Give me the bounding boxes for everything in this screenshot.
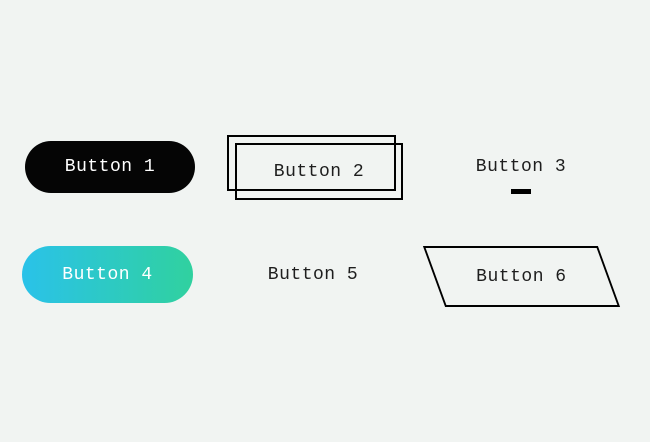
button-3-dash-underline bbox=[511, 189, 531, 194]
button-5[interactable]: Button 5 bbox=[268, 263, 358, 287]
button-6-label: Button 6 bbox=[476, 266, 567, 287]
button-2[interactable]: Button 2 bbox=[235, 143, 403, 200]
button-5-label: Button 5 bbox=[267, 265, 359, 285]
button-2-outer-frame bbox=[227, 135, 396, 191]
button-3[interactable]: Button 3 bbox=[455, 155, 587, 194]
button-1[interactable]: Button 1 bbox=[25, 141, 195, 193]
button-4[interactable]: Button 4 bbox=[22, 246, 193, 303]
button-2-label: Button 2 bbox=[273, 161, 365, 182]
button-4-label: Button 4 bbox=[62, 264, 153, 285]
button-6[interactable]: Button 6 bbox=[422, 246, 621, 307]
button-3-label: Button 3 bbox=[475, 157, 567, 177]
button-1-label: Button 1 bbox=[64, 157, 156, 177]
